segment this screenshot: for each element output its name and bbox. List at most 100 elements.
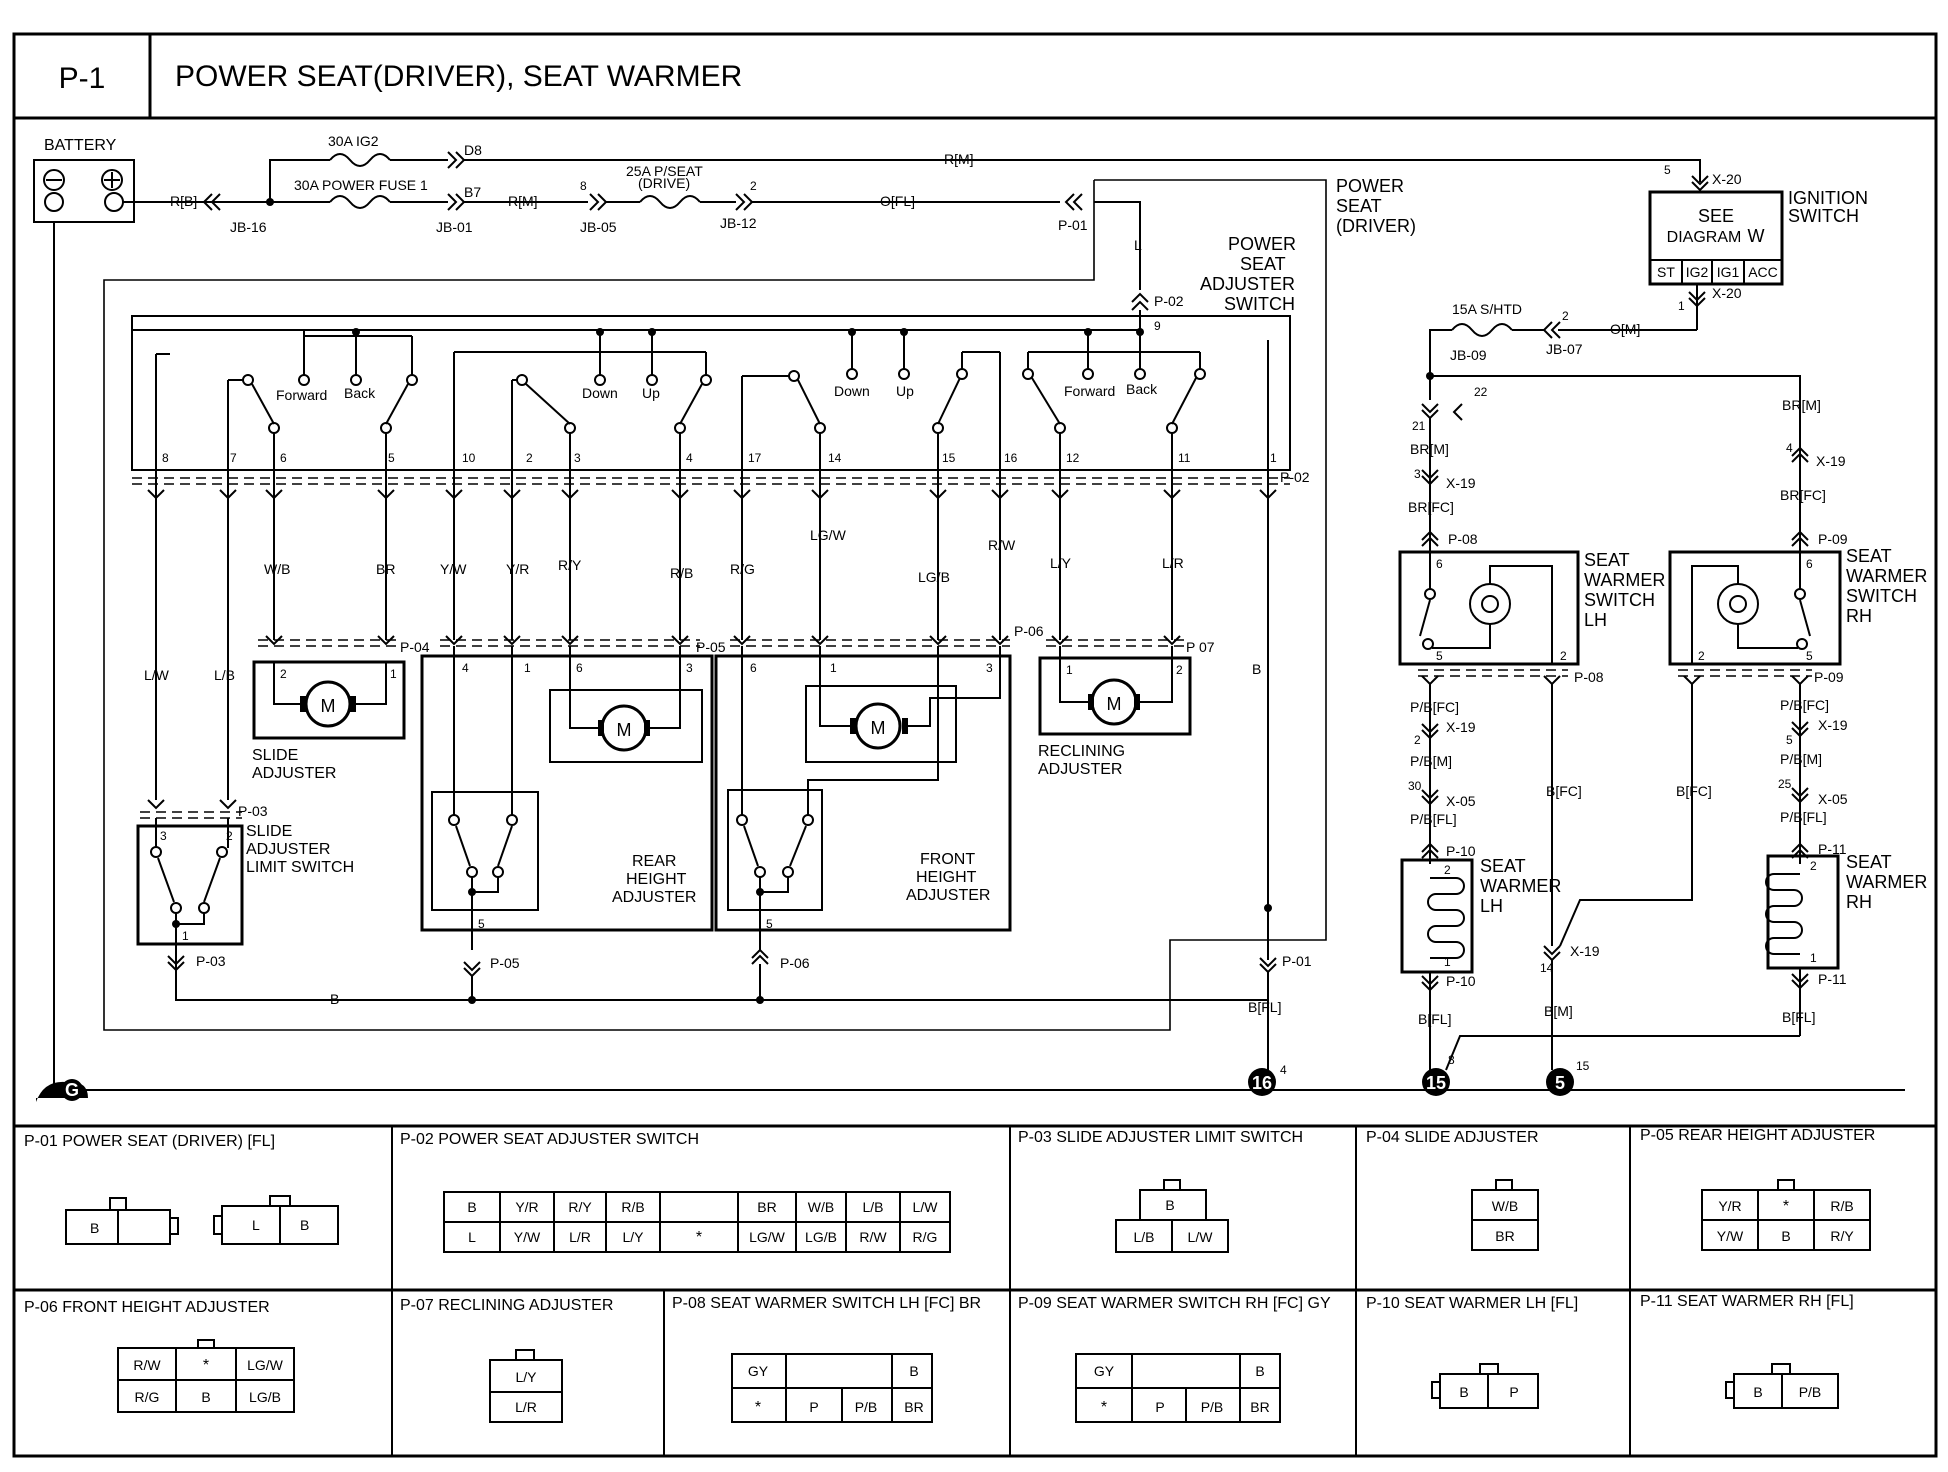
- cv-p06-6: LG/B: [249, 1389, 281, 1405]
- warmerrh-label3: RH: [1846, 892, 1872, 912]
- slide-label2: ADJUSTER: [252, 765, 336, 782]
- conn-x19-gnd: X-19: [1570, 943, 1600, 959]
- seat-warmer-switch-lh: 6 5 2 SEAT WARMER SWITCH LH: [1398, 550, 1665, 666]
- wire-brfc-lh: BR[FC]: [1408, 499, 1454, 515]
- wire-pbfl-lh: P/B[FL]: [1410, 811, 1457, 827]
- svg-text:1: 1: [1270, 451, 1277, 465]
- cv-p10-1: B: [1459, 1384, 1468, 1400]
- conn-p09-bottom: P-09: [1814, 669, 1844, 685]
- cv-p01-title: P-01 POWER SEAT (DRIVER) [FL]: [24, 1133, 275, 1150]
- wire-rw: R/W: [988, 537, 1016, 553]
- ground-15: 15: [1422, 1068, 1450, 1096]
- cv-p08-1: GY: [748, 1363, 769, 1379]
- battery-symbol: BATTERY: [33, 137, 135, 223]
- rear-motor-m: M: [617, 720, 632, 740]
- conn-p11-top: P-11: [1818, 841, 1847, 857]
- svg-text:4: 4: [462, 661, 469, 675]
- cv-p04-title: P-04 SLIDE ADJUSTER: [1366, 1129, 1539, 1146]
- wire-b-bus: B: [330, 991, 339, 1007]
- swrh-label1: SEAT: [1846, 546, 1892, 566]
- wire-brfc-rh: BR[FC]: [1780, 487, 1826, 503]
- seat-warmer-lh: 21 SEAT WARMER LH: [1400, 856, 1561, 974]
- svg-text:5: 5: [1436, 649, 1443, 663]
- svg-text:15: 15: [942, 451, 956, 465]
- svg-text:6: 6: [576, 661, 583, 675]
- conn-x20-bottom: X-20: [1712, 285, 1742, 301]
- wire-lgw: LG/W: [810, 527, 847, 543]
- ground-16: 16: [1248, 1068, 1276, 1096]
- svg-text:*: *: [696, 1229, 702, 1246]
- conn-x20-top: X-20: [1712, 171, 1742, 187]
- fuse-ig2: [329, 153, 391, 167]
- conn-jb05: JB-05: [580, 219, 617, 235]
- wire-brm-rh: BR[M]: [1782, 397, 1821, 413]
- cv-p03-3: L/W: [1188, 1229, 1214, 1245]
- svg-text:1: 1: [1444, 955, 1451, 969]
- cv-p02-10: Y/W: [514, 1229, 541, 1245]
- adj-switch-label3: ADJUSTER: [1200, 274, 1295, 294]
- cv-p04-1: W/B: [1492, 1198, 1518, 1214]
- svg-text:9: 9: [1154, 319, 1161, 333]
- diagram-label: DIAGRAM: [1667, 229, 1742, 246]
- fuse-ig2-label: 30A IG2: [328, 133, 379, 149]
- conn-jb16: JB-16: [230, 219, 267, 235]
- recline-motor: [1090, 678, 1138, 726]
- conn-jb01: JB-01: [436, 219, 473, 235]
- svg-text:1: 1: [830, 661, 837, 675]
- fuse-power-label: 30A POWER FUSE 1: [294, 177, 428, 193]
- limit-label1: SLIDE: [246, 823, 292, 840]
- adj-switch-label1: POWER: [1228, 234, 1296, 254]
- front-label2: HEIGHT: [916, 869, 977, 886]
- swrh-label3: SWITCH: [1846, 586, 1917, 606]
- cv-p07-2: L/R: [515, 1399, 537, 1415]
- wire-ry: R/Y: [558, 557, 582, 573]
- cv-p11-1: B: [1753, 1384, 1762, 1400]
- svg-text:2: 2: [280, 667, 287, 681]
- wire-lw: L/W: [144, 667, 170, 683]
- slide-label1: SLIDE: [252, 747, 298, 764]
- svg-text:14: 14: [1540, 961, 1554, 975]
- cv-p09-4: P: [1155, 1399, 1164, 1415]
- conn-p10-bottom: P-10: [1446, 973, 1476, 989]
- conn-x19-rh1: X-19: [1816, 453, 1846, 469]
- svg-text:17: 17: [748, 451, 762, 465]
- power-seat-label2: SEAT: [1336, 196, 1382, 216]
- conn-p03-bottom: P-03: [196, 953, 226, 969]
- wire-bfc-lh: B[FC]: [1546, 783, 1582, 799]
- ground-g-label: G: [65, 1080, 79, 1100]
- wire-bfl-lh: B[FL]: [1418, 1011, 1451, 1027]
- cv-p08-4: P: [809, 1399, 818, 1415]
- wire-lgb: LG/B: [918, 569, 950, 585]
- svg-text:15: 15: [1576, 1059, 1590, 1073]
- conn-x19-lh1: X-19: [1446, 475, 1476, 491]
- see-label: SEE: [1698, 206, 1734, 226]
- cv-p02-7: L/B: [862, 1199, 883, 1215]
- svg-text:2: 2: [1560, 649, 1567, 663]
- svg-text:12: 12: [1066, 451, 1080, 465]
- cv-p05-5: B: [1781, 1228, 1790, 1244]
- cv-p02-11: L/R: [569, 1229, 591, 1245]
- svg-text:3: 3: [686, 661, 693, 675]
- wire-label-rb: R[B]: [170, 193, 197, 209]
- conn-p08-bottom: P-08: [1574, 669, 1604, 685]
- wire-rg: R/G: [730, 561, 755, 577]
- battery-label: BATTERY: [44, 137, 117, 154]
- cv-p02-17: R/G: [913, 1229, 938, 1245]
- fuse-shtd: [1451, 323, 1513, 337]
- wire-b-main: B: [1252, 661, 1261, 677]
- svg-text:8: 8: [1448, 1053, 1455, 1067]
- page-code: P-1: [59, 62, 106, 95]
- rear-label1: REAR: [632, 853, 676, 870]
- cv-p02-title: P-02 POWER SEAT ADJUSTER SWITCH: [400, 1131, 699, 1148]
- cv-p02-12: L/Y: [622, 1229, 644, 1245]
- wire-pbfl-rh: P/B[FL]: [1780, 809, 1827, 825]
- svg-text:2: 2: [526, 451, 533, 465]
- svg-text:2: 2: [1444, 863, 1451, 877]
- cv-p03-title: P-03 SLIDE ADJUSTER LIMIT SWITCH: [1018, 1129, 1303, 1146]
- power-seat-label1: POWER: [1336, 176, 1404, 196]
- cv-p09-title: P-09 SEAT WARMER SWITCH RH [FC] GY: [1018, 1295, 1331, 1312]
- svg-text:2: 2: [226, 829, 233, 843]
- warmerlh-label2: WARMER: [1480, 876, 1561, 896]
